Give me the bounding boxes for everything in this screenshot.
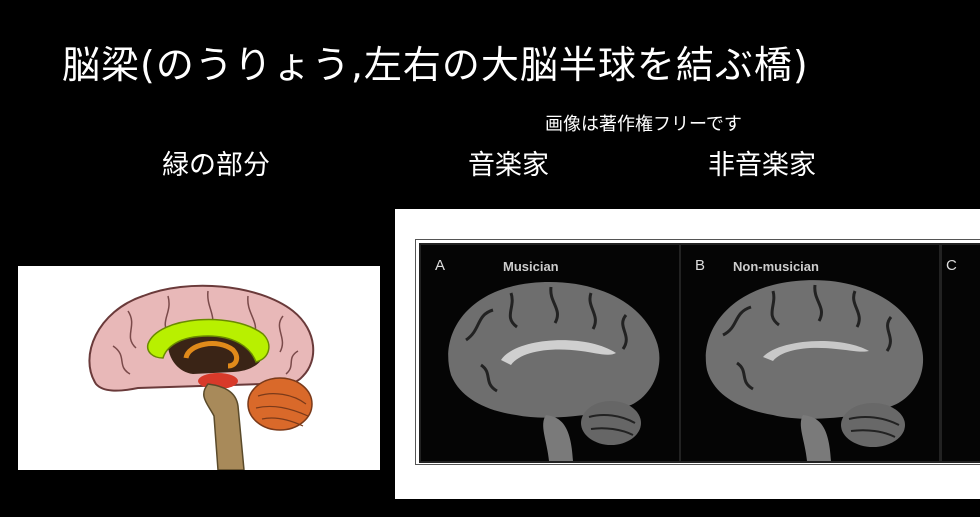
green-part-label: 緑の部分 [162,150,270,181]
mri-comparison-figure: A Musician B Non-musician C [395,209,980,499]
panel-b-letter: B [695,257,706,274]
mri-panel-musician: A Musician [419,243,681,463]
mri-panel-c: C [940,243,980,463]
non-musician-label: 非音楽家 [708,150,816,181]
musician-label: 音楽家 [468,150,549,181]
cerebellum-shape [247,377,313,431]
panel-a-letter: A [435,257,446,274]
figure-frame [415,239,980,465]
corpus-callosum-shape [146,318,270,363]
brainstem-shape [203,383,245,470]
panel-b-caption: Non-musician [733,259,819,274]
brain-diagram [18,266,380,470]
slide-title: 脳梁(のうりょう,左右の大脳半球を結ぶ橋) [62,43,809,87]
panel-a-caption: Musician [503,259,559,274]
mri-panel-non-musician: B Non-musician [679,243,941,463]
panel-c-letter: C [946,257,957,274]
copyright-note: 画像は著作権フリーです [545,114,742,135]
